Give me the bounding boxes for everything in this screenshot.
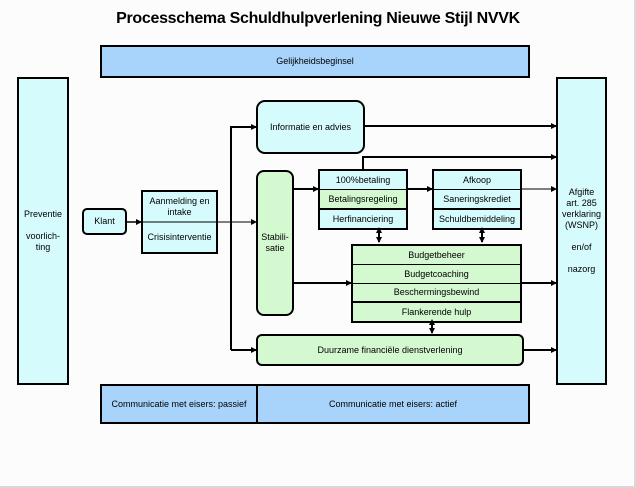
budgetcoaching-cell: Budgetcoaching: [353, 263, 520, 283]
afgifte-column: Afgifte art. 285 verklaring (WSNP) en/of…: [556, 77, 607, 385]
preventie-column: Preventie voorlich- ting: [17, 77, 69, 385]
klant-box: Klant: [82, 208, 127, 235]
saneringskrediet-cell: Saneringskrediet: [434, 189, 520, 208]
communicatie-actief-band: Communicatie met eisers: actief: [256, 384, 530, 424]
diagram-title: Processchema Schuldhulpverlening Nieuwe …: [116, 10, 520, 27]
gelijkheidsbeginsel-band: Gelijkheidsbeginsel: [100, 45, 530, 78]
intake-box: Aanmelding en intake Crisisinterventie: [141, 190, 218, 254]
gelijkheidsbeginsel-label: Gelijkheidsbeginsel: [276, 56, 354, 66]
crisisinterventie-label: Crisisinterventie: [147, 232, 212, 242]
communicatie-actief-label: Communicatie met eisers: actief: [328, 398, 458, 409]
beschermingsbewind-cell: Beschermingsbewind: [353, 282, 520, 302]
budgetbeheer-cell: Budgetbeheer: [408, 249, 465, 260]
flankerende-hulp-cell: Flankerende hulp: [353, 301, 520, 321]
aanmelding-intake-label: Aanmelding en intake: [149, 196, 210, 217]
stabilisatie-label-1: Stabili-: [261, 232, 289, 242]
informatie-advies-label: Informatie en advies: [269, 121, 352, 132]
preventie-label: Preventie: [23, 209, 63, 219]
budget-stack: Budgetbeheer Budgetcoaching Beschermings…: [351, 244, 522, 323]
afgifte-label-2: art. 285: [566, 198, 597, 208]
communicatie-passief-band: Communicatie met eisers: passief: [100, 384, 258, 424]
afgifte-label-4: (WSNP): [565, 220, 598, 230]
voorlichting-label-2: ting: [35, 242, 51, 252]
afgifte-label-3: verklaring: [561, 209, 601, 219]
klant-label: Klant: [94, 216, 115, 226]
stabilisatie-box: Stabili- satie: [256, 170, 294, 316]
voorlichting-label-1: voorlich-: [25, 231, 60, 241]
duurzame-dienstverlening-label: Duurzame financiële dienstverlening: [317, 344, 463, 355]
betalingsregeling-cell: Betalingsregeling: [320, 189, 406, 208]
duurzame-dienstverlening-box: Duurzame financiële dienstverlening: [256, 334, 524, 366]
nazorg-label: nazorg: [567, 264, 596, 274]
informatie-advies-box: Informatie en advies: [256, 100, 365, 154]
afkoop-cell: Afkoop: [462, 175, 492, 185]
schuldbemiddeling-cell: Schuldbemiddeling: [434, 208, 520, 228]
afkoop-stack: Afkoop Saneringskrediet Schuldbemiddelin…: [432, 169, 522, 230]
en-of-label: en/of: [571, 242, 592, 252]
betaling-100-cell: 100%betaling: [320, 171, 406, 189]
communicatie-passief-label: Communicatie met eisers: passief: [111, 398, 247, 409]
betaling-stack: 100%betaling Betalingsregeling Herfinanc…: [318, 169, 408, 230]
herfinanciering-cell: Herfinanciering: [320, 208, 406, 228]
afgifte-label-1: Afgifte: [568, 187, 595, 197]
stabilisatie-label-2: satie: [265, 243, 285, 253]
